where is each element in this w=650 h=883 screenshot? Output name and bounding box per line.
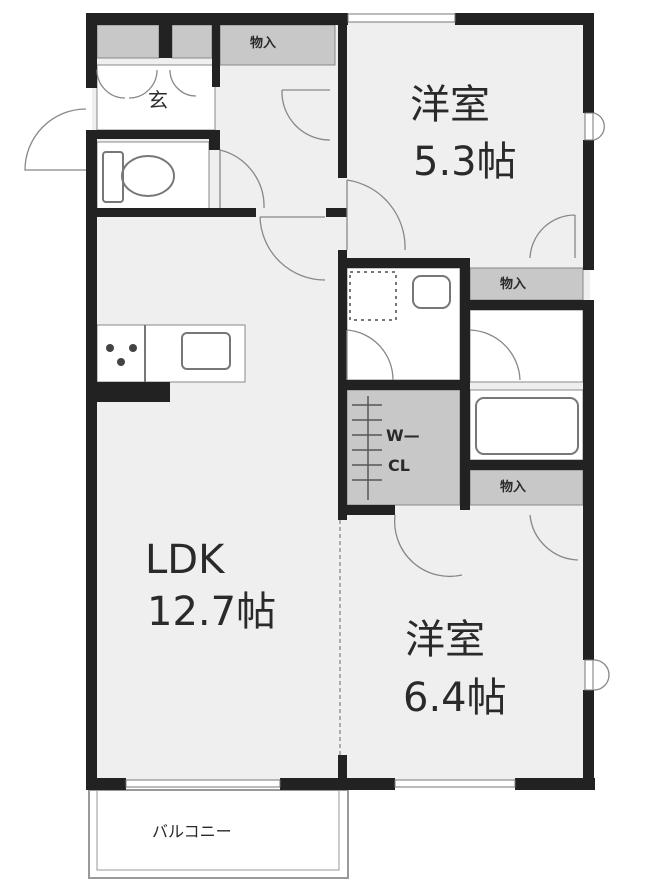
western-room-2-name: 洋室 bbox=[405, 617, 485, 663]
balcony bbox=[88, 789, 349, 879]
ldk-name: LDK bbox=[145, 537, 225, 583]
ldk-size: 12.7帖 bbox=[147, 589, 277, 635]
stove-burners bbox=[106, 344, 137, 366]
fixtures bbox=[102, 151, 579, 455]
storage-label-3: 物入 bbox=[500, 480, 527, 495]
storage-label-1: 物入 bbox=[250, 36, 277, 51]
storage-areas bbox=[96, 24, 584, 506]
storage-label-2: 物入 bbox=[500, 277, 527, 292]
closet-rails bbox=[352, 396, 382, 500]
entrance-label: 玄 bbox=[148, 88, 168, 112]
western-room-1-name: 洋室 bbox=[410, 82, 490, 128]
windows bbox=[125, 13, 594, 788]
walls bbox=[86, 13, 595, 790]
wcl-label-2: CL bbox=[388, 456, 410, 475]
wcl-label-1: W— bbox=[386, 426, 420, 445]
balcony-label: バルコニー bbox=[152, 822, 232, 841]
door-swings bbox=[24, 69, 610, 755]
western-room-1-size: 5.3帖 bbox=[413, 139, 517, 185]
western-room-2-size: 6.4帖 bbox=[403, 675, 507, 721]
